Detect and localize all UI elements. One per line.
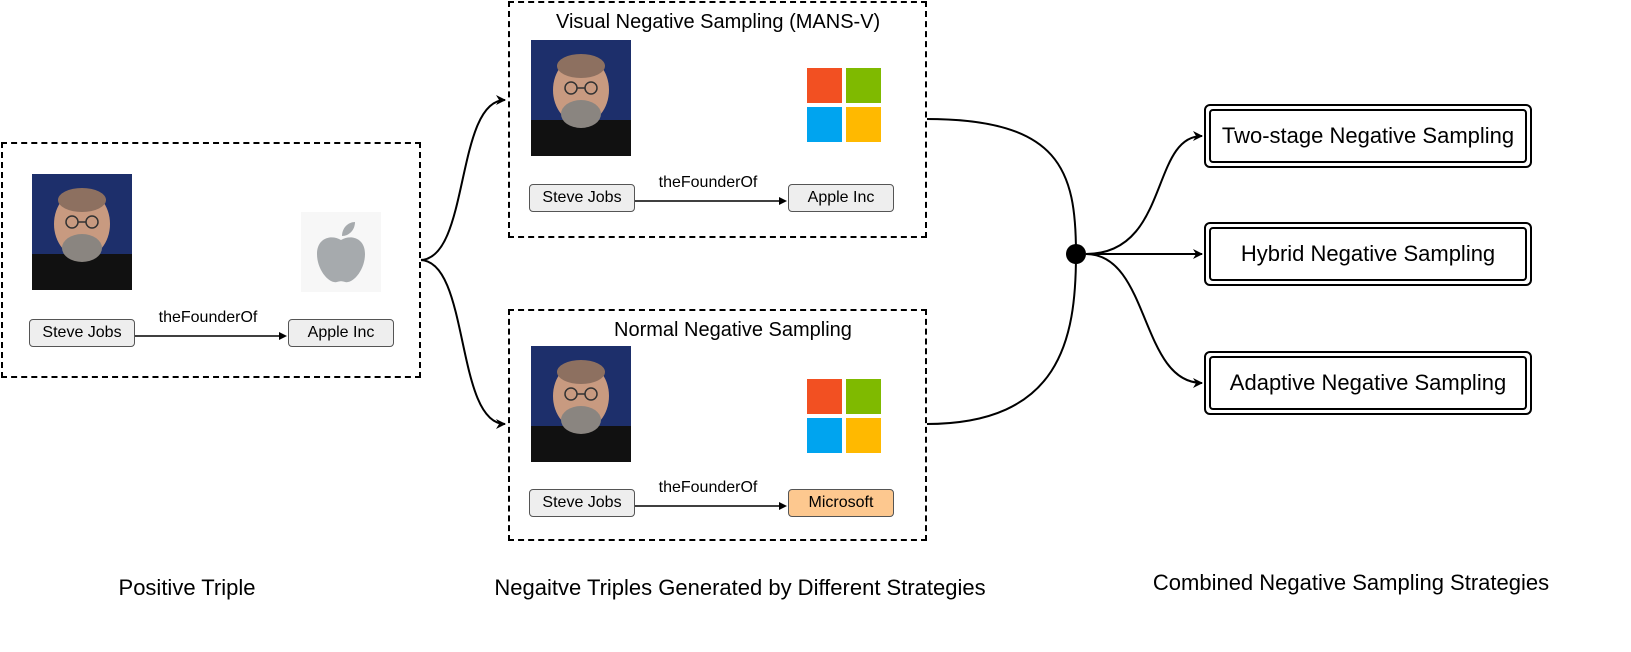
tail-entity: Apple Inc bbox=[288, 319, 394, 347]
microsoft-logo-icon bbox=[807, 68, 881, 147]
relation-arrow bbox=[635, 197, 787, 205]
head-entity: Steve Jobs bbox=[29, 319, 135, 347]
relation-label: theFounderOf bbox=[658, 174, 758, 191]
arrow-to-adaptive bbox=[1085, 253, 1203, 388]
relation-label: theFounderOf bbox=[158, 309, 258, 326]
steve-jobs-photo bbox=[32, 174, 132, 290]
strategy-label: Adaptive Negative Sampling bbox=[1209, 356, 1527, 410]
apple-logo-icon bbox=[301, 212, 381, 297]
visual-negative-panel: Visual Negative Sampling (MANS-V) Steve … bbox=[508, 1, 927, 238]
caption-positive: Positive Triple bbox=[118, 575, 256, 600]
arrow-positive-to-normal bbox=[419, 259, 506, 429]
strategy-hybrid: Hybrid Negative Sampling bbox=[1204, 222, 1532, 286]
negative-tail-entity: Microsoft bbox=[788, 489, 894, 517]
caption-negative: Negaitve Triples Generated by Different … bbox=[494, 575, 986, 600]
normal-negative-panel: Normal Negative Sampling Steve Jobs theF… bbox=[508, 309, 927, 541]
positive-triple-panel: Steve Jobs theFounderOf Apple Inc bbox=[1, 142, 421, 378]
curve-visual-to-merge bbox=[925, 118, 1077, 255]
strategy-adaptive: Adaptive Negative Sampling bbox=[1204, 351, 1532, 415]
tail-entity: Apple Inc bbox=[788, 184, 894, 212]
steve-jobs-photo bbox=[531, 346, 631, 462]
microsoft-logo-icon bbox=[807, 379, 881, 458]
panel-title: Normal Negative Sampling bbox=[614, 319, 852, 341]
steve-jobs-photo bbox=[531, 40, 631, 156]
strategy-label: Two-stage Negative Sampling bbox=[1209, 109, 1527, 163]
relation-arrow bbox=[135, 332, 287, 340]
caption-combined: Combined Negative Sampling Strategies bbox=[1152, 570, 1550, 595]
panel-title: Visual Negative Sampling (MANS-V) bbox=[556, 11, 881, 33]
merge-node bbox=[1066, 244, 1086, 264]
arrow-to-two-stage bbox=[1085, 131, 1203, 255]
strategy-two-stage: Two-stage Negative Sampling bbox=[1204, 104, 1532, 168]
head-entity: Steve Jobs bbox=[529, 489, 635, 517]
strategy-label: Hybrid Negative Sampling bbox=[1209, 227, 1527, 281]
arrow-positive-to-visual bbox=[419, 95, 506, 261]
relation-label: theFounderOf bbox=[658, 479, 758, 496]
curve-normal-to-merge bbox=[925, 253, 1077, 425]
relation-arrow bbox=[635, 502, 787, 510]
head-entity: Steve Jobs bbox=[529, 184, 635, 212]
